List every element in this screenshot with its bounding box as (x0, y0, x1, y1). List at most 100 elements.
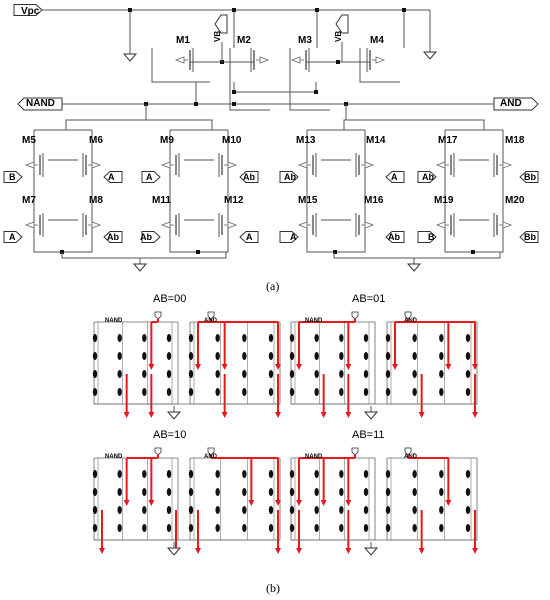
block1-dev-br-arrow (227, 221, 238, 229)
block0-pin-bl (3, 231, 23, 243)
device-mark (412, 334, 417, 342)
device-mark (188, 388, 194, 396)
in-b4-bot-left: B (428, 232, 435, 242)
panel1-box1-frame (386, 321, 478, 405)
device-mark (363, 352, 369, 360)
device-mark (465, 370, 471, 378)
vb-label-left: VB (213, 31, 222, 42)
m16-label: M16 (364, 195, 384, 206)
in-b1-bot-left: A (9, 232, 16, 242)
device-mark (385, 470, 391, 478)
block0-dev-bl-arrow (24, 221, 35, 229)
device-mark (412, 506, 417, 514)
device-mark (92, 506, 98, 514)
red-arrow-lower (418, 548, 425, 554)
device-mark (166, 524, 172, 532)
red-arrow-upper (275, 364, 281, 370)
wiring-layer (3, 4, 539, 272)
device-mark (439, 470, 444, 478)
device-mark (188, 334, 194, 342)
cross-dot-left (232, 90, 236, 94)
device-mark (412, 370, 417, 378)
device-mark (242, 524, 247, 532)
device-mark (188, 370, 194, 378)
device-mark (289, 352, 295, 360)
red-arrow-lower (275, 412, 281, 418)
device-mark (188, 470, 194, 478)
in-b2-bot-left: Ab (140, 232, 152, 242)
panel-3 (92, 447, 281, 556)
m4-label: M4 (370, 35, 384, 46)
m15-label: M15 (298, 195, 318, 206)
red-arrow-upper (275, 500, 281, 506)
in-b2-top-right: Ab (243, 172, 255, 182)
in-b3-top-right: A (391, 172, 398, 182)
device-mark (268, 352, 274, 360)
m17-label: M17 (438, 135, 458, 146)
device-mark (215, 388, 220, 396)
device-mark (339, 388, 344, 396)
cross-couple (233, 82, 317, 93)
m3-label: M3 (298, 35, 312, 46)
ground-right-pair (406, 263, 422, 272)
device-mark (92, 470, 98, 478)
in-b2-top-left: A (146, 172, 153, 182)
red-arrow-lower (418, 412, 425, 418)
caption-a: (a) (266, 279, 279, 293)
red-arrow-lower (99, 548, 105, 554)
red-arrow-upper (296, 500, 302, 506)
device-mark (339, 370, 344, 378)
block2-dev-br-arrow (364, 221, 375, 229)
m10-label: M10 (222, 135, 242, 146)
device-mark (314, 388, 319, 396)
device-mark (142, 506, 147, 514)
device-mark (242, 506, 247, 514)
nand-to-block1 (65, 104, 147, 130)
labels-layer: Vpc NAND AND M1 M2 M3 M4 VB VB M5 M6 M7 … (9, 6, 536, 595)
m3-arrow (290, 56, 301, 64)
device-mark (385, 488, 391, 496)
block1-pin-tr (239, 171, 259, 183)
device-mark (188, 506, 194, 514)
device-mark (314, 524, 319, 532)
and-rail-label: AND (500, 98, 522, 109)
m1-label: M1 (176, 35, 190, 46)
panel3-box0-frame (290, 457, 376, 541)
device-mark (385, 370, 391, 378)
red-arrow-upper (195, 364, 201, 370)
vpc-junction-2 (315, 8, 319, 12)
nand-rail-label: NAND (26, 98, 55, 109)
device-mark (268, 334, 274, 342)
device-mark (215, 506, 220, 514)
device-mark (385, 352, 391, 360)
device-mark (465, 388, 471, 396)
block1-pin-tl (141, 171, 161, 183)
device-mark (215, 488, 220, 496)
block0-pin-br (103, 231, 123, 243)
device-mark (339, 506, 344, 514)
and-pin (493, 97, 539, 111)
panel-1-title: AB=00 (153, 293, 186, 305)
device-mark (142, 488, 147, 496)
device-mark (363, 524, 369, 532)
device-mark (242, 370, 247, 378)
red-arrow-upper (472, 364, 478, 370)
panel0-box0-frame (93, 321, 179, 405)
vb-right-dot (336, 60, 340, 64)
device-mark (188, 524, 194, 532)
red-arrow-upper (148, 364, 155, 370)
device-mark (92, 334, 98, 342)
device-mark (314, 506, 319, 514)
device-mark (268, 470, 274, 478)
red-arrow-lower (472, 412, 478, 418)
device-mark (339, 488, 344, 496)
in-b4-top-left: Ab (422, 172, 434, 182)
block2-dev-tl-arrow (297, 161, 308, 169)
device-mark (465, 488, 471, 496)
block0-dev-tl-arrow (24, 161, 35, 169)
device-mark (92, 524, 98, 532)
block0-dev-br-arrow (91, 221, 102, 229)
device-mark (142, 524, 147, 532)
m4-arrow (375, 56, 386, 64)
block1-dev-tr-arrow (227, 161, 238, 169)
